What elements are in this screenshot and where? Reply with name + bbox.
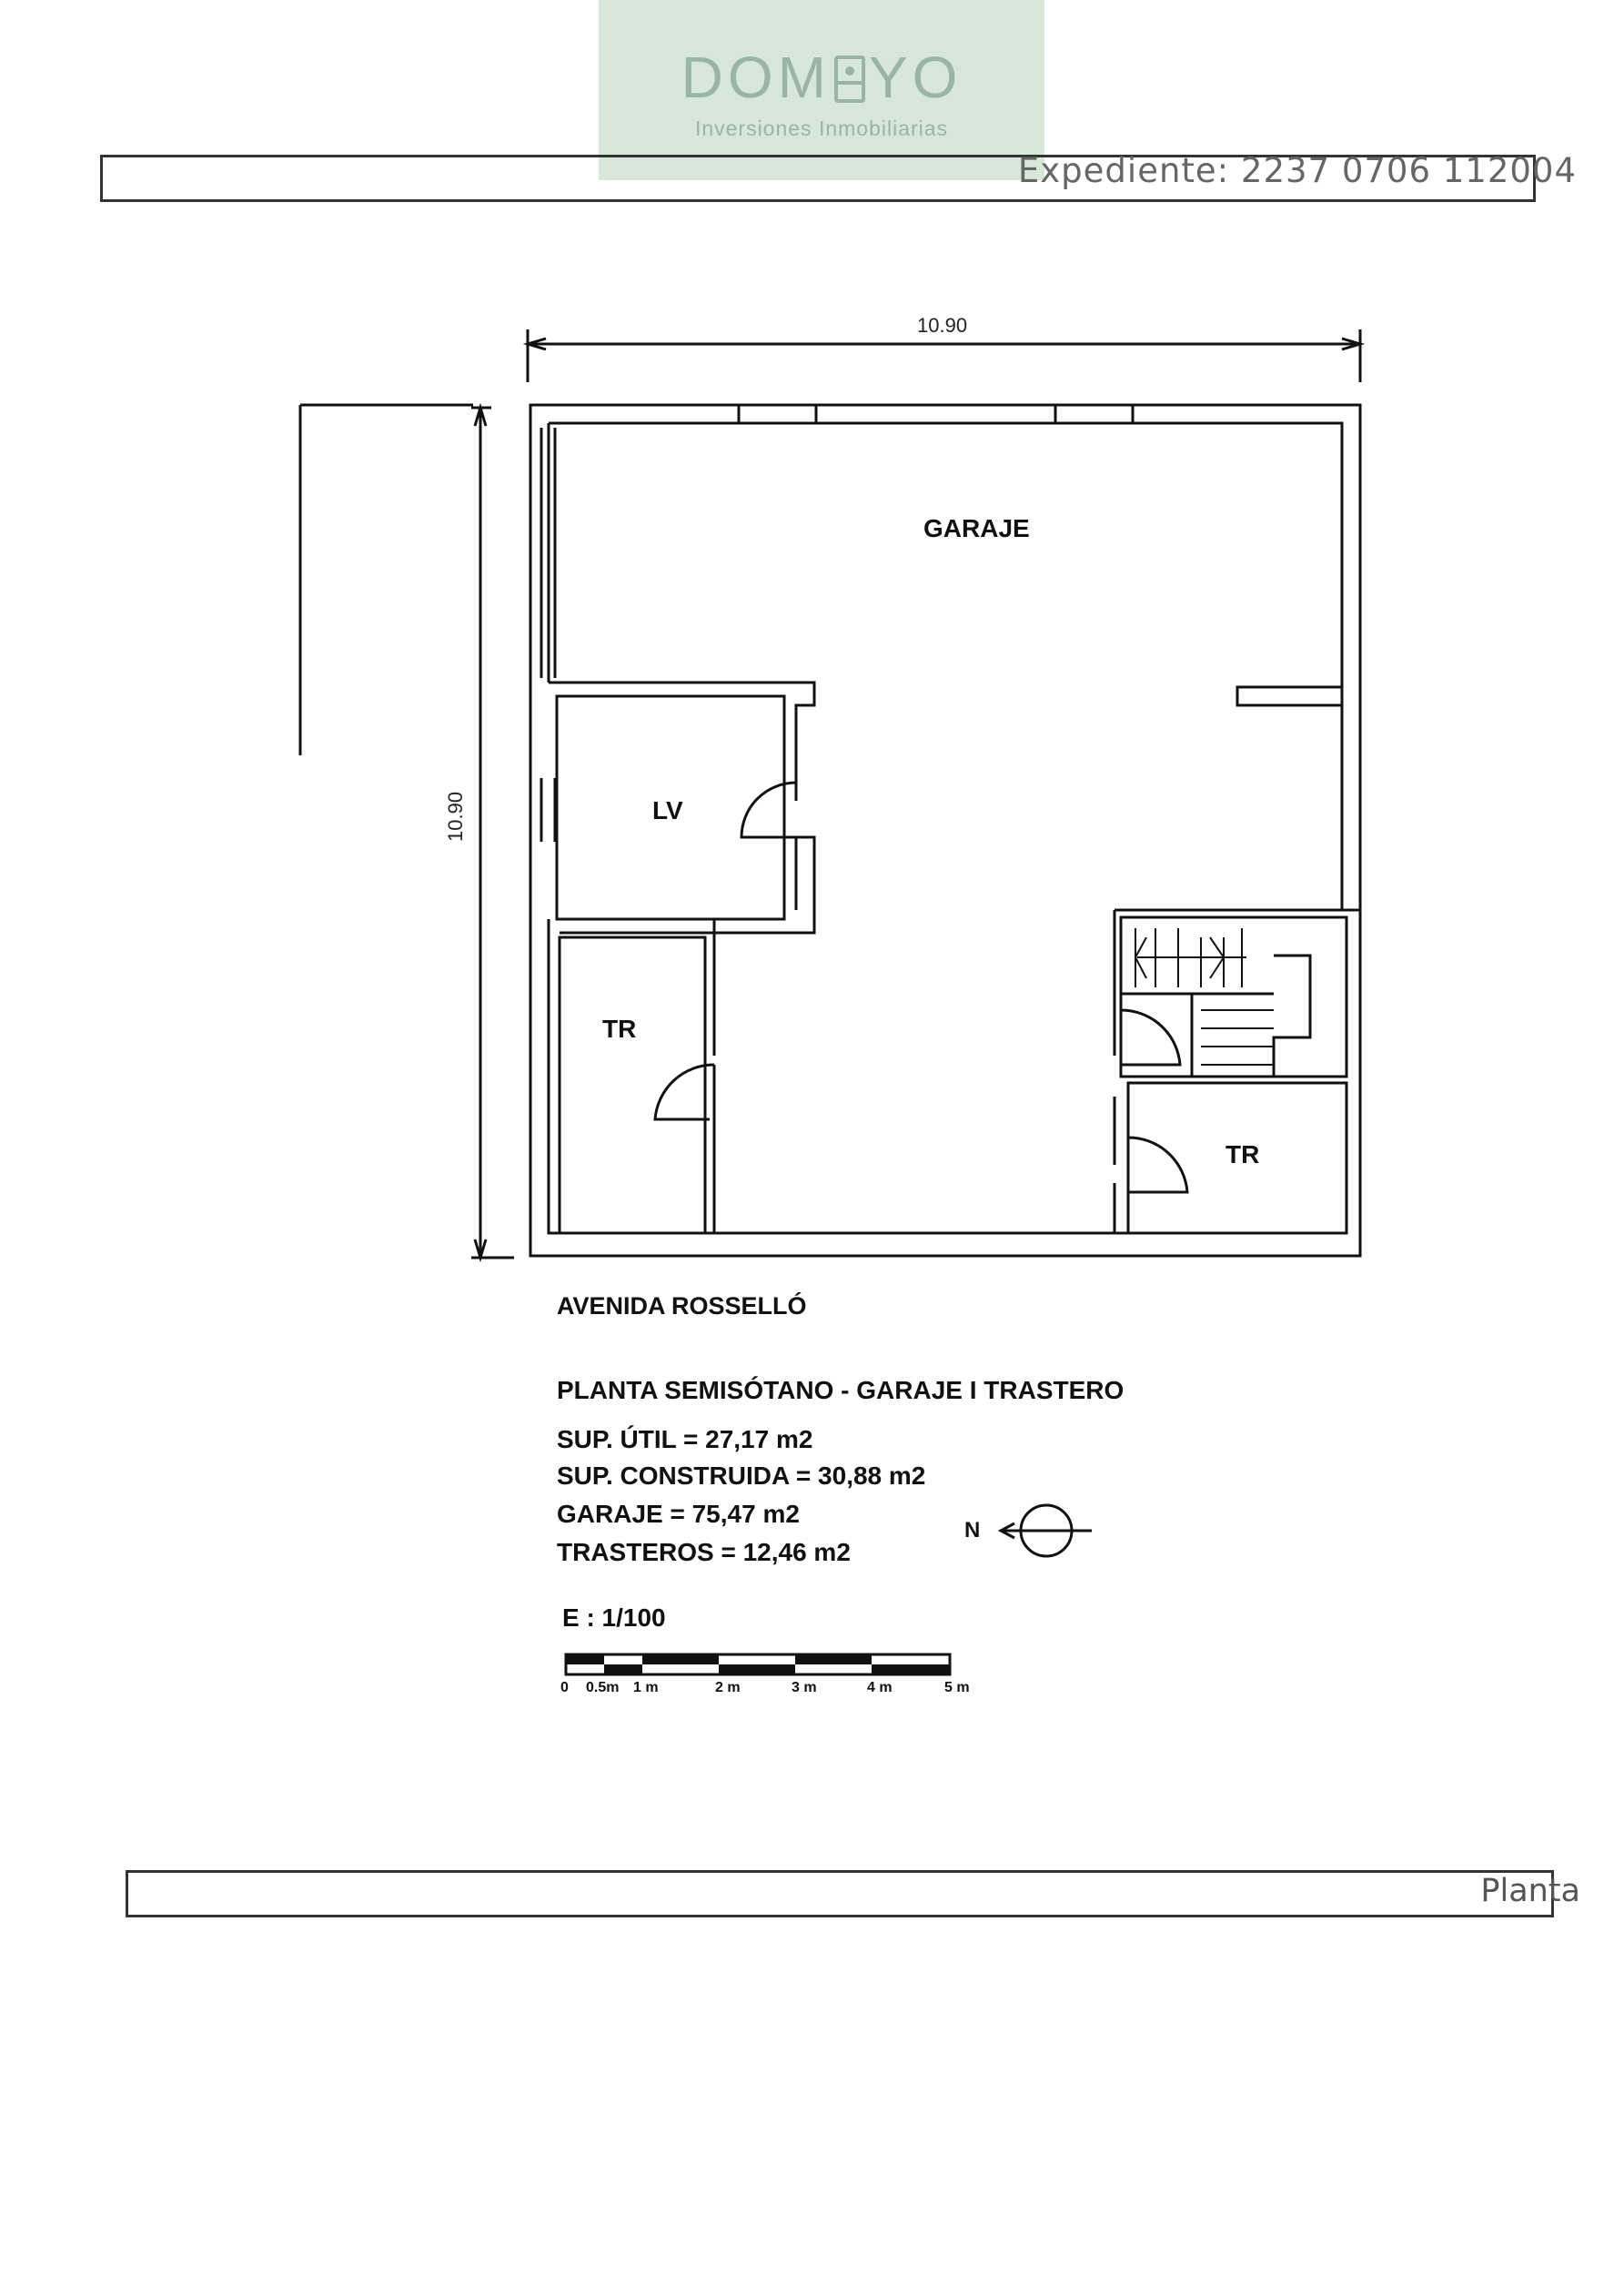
height-dimension: 10.90 xyxy=(444,791,467,842)
sup-construida: SUP. CONSTRUIDA = 30,88 m2 xyxy=(557,1462,926,1490)
room-label-garaje: GARAJE xyxy=(923,514,1030,542)
logo-word-right: YO xyxy=(868,45,963,110)
scale-tick-4: 4 m xyxy=(867,1680,893,1695)
room-label-tr-right: TR xyxy=(1226,1140,1260,1168)
logo-tagline: Inversiones Inmobiliarias xyxy=(694,116,949,140)
sup-util: SUP. ÚTIL = 27,17 m2 xyxy=(557,1425,813,1453)
scale-bar xyxy=(564,1653,952,1676)
scale-tick-3: 3 m xyxy=(792,1680,817,1695)
plan-title: PLANTA SEMISÓTANO - GARAJE I TRASTERO xyxy=(557,1376,1125,1404)
north-label: N xyxy=(964,1518,981,1542)
scale-tick-0-5: 0.5m xyxy=(586,1680,620,1695)
scale-tick-0: 0 xyxy=(560,1680,569,1695)
stairs xyxy=(1119,915,1348,1078)
street-name: AVENIDA ROSSELLÓ xyxy=(557,1292,807,1320)
scale-tick-1: 1 m xyxy=(633,1680,659,1695)
footer-frame xyxy=(126,1870,1554,1917)
header-frame xyxy=(100,155,1536,202)
room-label-lv: LV xyxy=(652,796,683,824)
outer-wall xyxy=(529,403,1362,1258)
logo-wordmark: DOM YO xyxy=(599,44,1044,111)
scale-tick-5: 5 m xyxy=(944,1680,970,1695)
logo-word-left: DOM xyxy=(681,45,831,110)
garage-inner-wall xyxy=(549,421,1344,910)
tr-left-room xyxy=(558,936,707,1235)
garaje-area: GARAJE = 75,47 m2 xyxy=(557,1500,800,1528)
width-dimension: 10.90 xyxy=(917,314,968,337)
scale-tick-2: 2 m xyxy=(715,1680,741,1695)
tr-right-room xyxy=(1126,1081,1348,1235)
trasteros-area: TRASTEROS = 12,46 m2 xyxy=(557,1538,851,1566)
room-label-tr-left: TR xyxy=(602,1015,637,1043)
footer-label: Planta xyxy=(1480,1873,1580,1909)
expediente-number: Expediente: 2237 0706 112004 xyxy=(1017,151,1577,190)
logo-house-icon xyxy=(833,56,865,103)
lv-room xyxy=(549,681,816,801)
scale-label: E : 1/100 xyxy=(562,1603,666,1632)
logo: DOM YO Inversiones Inmobiliarias xyxy=(599,0,1044,180)
